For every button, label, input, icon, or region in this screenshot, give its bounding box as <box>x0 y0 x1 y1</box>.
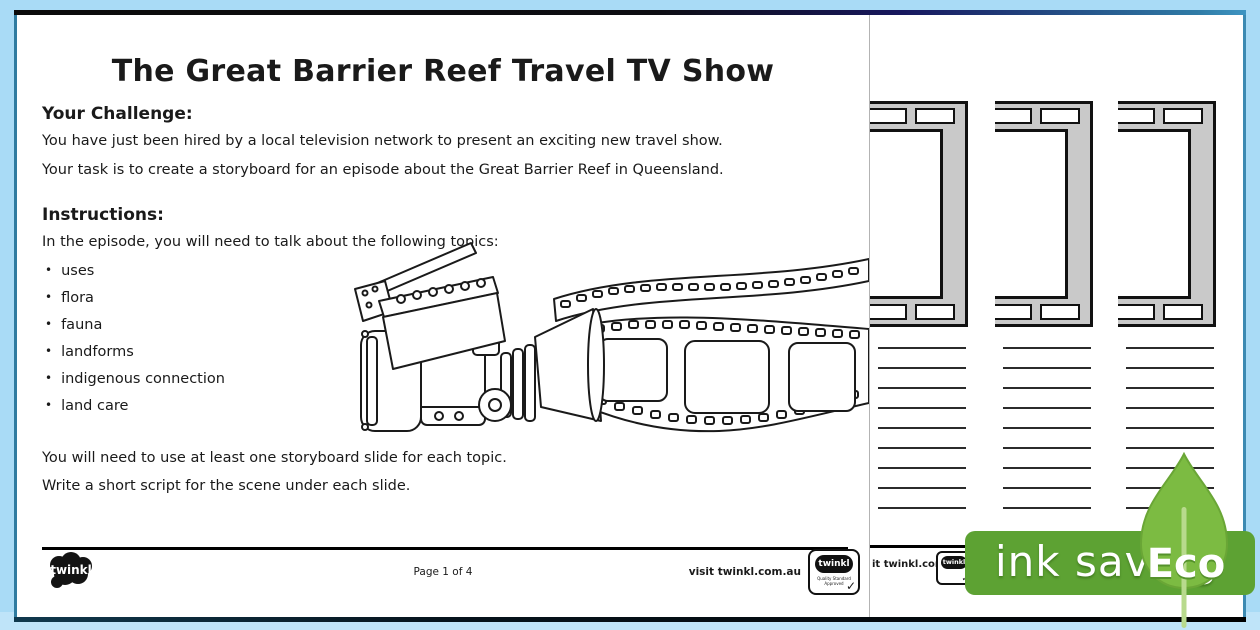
instructions-intro: In the episode, you will need to talk ab… <box>42 234 499 250</box>
writing-line <box>1126 467 1214 469</box>
writing-line <box>1003 407 1091 409</box>
sprocket-hole <box>915 108 955 124</box>
challenge-heading: Your Challenge: <box>42 104 193 124</box>
writing-line <box>878 347 966 349</box>
sprocket-hole <box>1163 108 1203 124</box>
topic-item: fauna <box>45 317 225 344</box>
writing-line <box>1003 387 1091 389</box>
worksheet-page-2: it twinkl.com.au twinkl ✓ <box>868 11 995 617</box>
writing-line <box>878 507 966 509</box>
writing-line <box>878 387 966 389</box>
film-strip-frame <box>995 101 1093 327</box>
note-1: You will need to use at least one storyb… <box>42 450 507 466</box>
film-strip-frame <box>870 101 968 327</box>
topic-item: uses <box>45 263 225 290</box>
sprocket-hole <box>1118 108 1155 124</box>
sprocket-hole <box>1118 304 1155 320</box>
writing-line <box>878 467 966 469</box>
sprocket-hole <box>1040 304 1080 320</box>
writing-line <box>878 367 966 369</box>
twinkl-logo-small: twinkl <box>815 555 853 573</box>
worksheet-page-4 <box>1116 11 1246 617</box>
twinkl-logo-text: twinkl <box>50 563 92 577</box>
topic-item: landforms <box>45 344 225 371</box>
writing-line <box>1003 467 1091 469</box>
challenge-paragraph-2: Your task is to create a storyboard for … <box>42 162 724 178</box>
page-stack-top-shadow <box>14 10 1246 15</box>
writing-line <box>1126 447 1214 449</box>
writing-line <box>1126 407 1214 409</box>
page-stack-bottom-shadow <box>14 617 1246 622</box>
writing-line <box>1003 507 1091 509</box>
sprocket-hole <box>870 108 907 124</box>
quality-badge: twinkl Quality Standard Approved ✓ <box>808 549 860 595</box>
topic-item: indigenous connection <box>45 371 225 398</box>
checkmark-icon: ✓ <box>845 579 856 593</box>
badge-caption: Quality Standard Approved <box>817 576 851 586</box>
sprocket-hole <box>995 108 1032 124</box>
writing-line <box>878 447 966 449</box>
writing-line <box>1126 427 1214 429</box>
footer-divider <box>870 545 968 548</box>
writing-line <box>878 407 966 409</box>
storyboard-slide-area <box>1118 129 1191 299</box>
storyboard-slide-area <box>995 129 1068 299</box>
note-2: Write a short script for the scene under… <box>42 478 411 494</box>
storyboard-slide-area <box>870 129 943 299</box>
film-strip-frame <box>1118 101 1216 327</box>
eco-leaf-icon <box>1139 452 1229 628</box>
footer-divider <box>42 547 848 550</box>
sprocket-hole <box>915 304 955 320</box>
challenge-paragraph-1: You have just been hired by a local tele… <box>42 133 723 149</box>
writing-line <box>1126 367 1214 369</box>
visit-url-text: visit twinkl.com.au <box>688 566 801 578</box>
topic-item: flora <box>45 290 225 317</box>
worksheet-page-3 <box>993 11 1118 617</box>
sprocket-hole <box>995 304 1032 320</box>
topics-list: uses flora fauna landforms indigenous co… <box>45 263 225 425</box>
sprocket-hole <box>1040 108 1080 124</box>
twinkl-logo-small: twinkl <box>941 556 967 569</box>
writing-line <box>1126 387 1214 389</box>
writing-line <box>878 487 966 489</box>
writing-line <box>1126 347 1214 349</box>
writing-line <box>1003 427 1091 429</box>
page-indicator: Page 1 of 4 <box>413 566 473 578</box>
writing-line <box>1003 487 1091 489</box>
visit-url-text: it twinkl.com.au <box>872 559 964 570</box>
twinkl-logo: twinkl <box>50 552 92 588</box>
page-title: The Great Barrier Reef Travel TV Show <box>111 54 775 89</box>
writing-line <box>1003 367 1091 369</box>
worksheet-page-1: The Great Barrier Reef Travel TV Show Yo… <box>14 11 869 617</box>
sprocket-hole <box>1163 304 1203 320</box>
camera-filmstrip-illustration <box>354 242 869 433</box>
topic-item: land care <box>45 398 225 425</box>
writing-line <box>878 427 966 429</box>
sprocket-hole <box>870 304 907 320</box>
writing-line <box>1003 347 1091 349</box>
eco-label: Eco <box>1146 541 1226 587</box>
writing-line <box>1003 447 1091 449</box>
instructions-heading: Instructions: <box>42 205 164 225</box>
